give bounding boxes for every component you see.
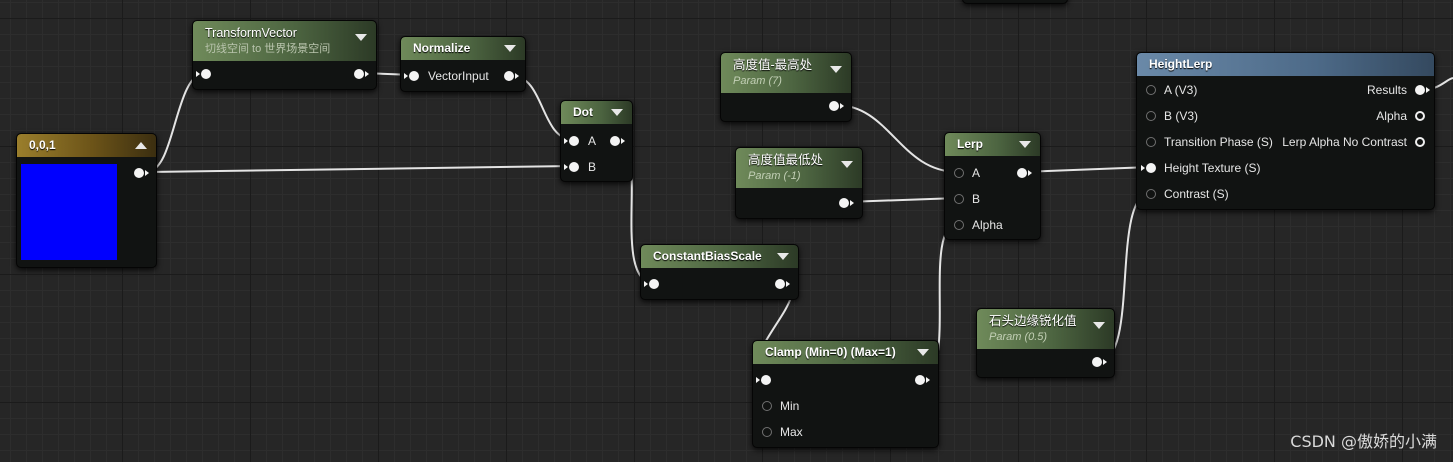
input-pin-max[interactable]: [762, 427, 772, 437]
param-lowest-node[interactable]: 高度值最低处 Param (-1): [735, 147, 863, 219]
output-pin[interactable]: [1092, 357, 1107, 367]
pin-label-transition-phase: Transition Phase (S): [1164, 135, 1273, 149]
output-pin[interactable]: [915, 375, 930, 385]
pin-label-contrast: Contrast (S): [1164, 187, 1229, 201]
output-pin[interactable]: [354, 69, 369, 79]
dropdown-arrow-icon[interactable]: [841, 161, 853, 168]
input-pin[interactable]: [404, 71, 419, 81]
dropdown-arrow-icon[interactable]: [611, 109, 623, 116]
node-title: 0,0,1: [29, 138, 56, 152]
input-pin[interactable]: [756, 375, 771, 385]
pin-label-max: Max: [780, 425, 803, 439]
node-title: TransformVector: [205, 26, 297, 40]
constant-vector-node[interactable]: 0,0,1: [16, 133, 157, 268]
input-pin-a-v3[interactable]: [1146, 85, 1156, 95]
param-sharpen-node[interactable]: 石头边缘锐化值 Param (0.5): [976, 308, 1115, 378]
node-subtitle: 切线空间 to 世界场景空间: [205, 43, 331, 55]
height-lerp-node[interactable]: HeightLerp A (V3) Results B (V3) Alpha T…: [1136, 52, 1435, 210]
input-pin-height-texture[interactable]: [1141, 163, 1156, 173]
output-pin-results[interactable]: [1415, 85, 1430, 95]
pin-label-alpha: Alpha: [1376, 109, 1407, 123]
node-title: 高度值-最高处: [733, 58, 813, 72]
node-header[interactable]: Lerp: [945, 133, 1040, 156]
pin-label-lerp-alpha-no-contrast: Lerp Alpha No Contrast: [1282, 135, 1407, 149]
node-header[interactable]: 石头边缘锐化值 Param (0.5): [977, 309, 1114, 349]
pin-label-b: B: [588, 160, 597, 174]
pin-label-height-texture: Height Texture (S): [1164, 161, 1261, 175]
dropdown-arrow-icon[interactable]: [830, 66, 842, 73]
clamp-node[interactable]: Clamp (Min=0) (Max=1) Min Max: [752, 340, 939, 448]
output-pin[interactable]: [610, 136, 625, 146]
node-header[interactable]: HeightLerp: [1137, 53, 1434, 76]
node-header[interactable]: 0,0,1: [17, 134, 156, 157]
input-pin-contrast[interactable]: [1146, 189, 1156, 199]
input-pin-b[interactable]: [954, 194, 964, 204]
node-title: Lerp: [957, 137, 984, 151]
wire-lerp-to-heighttex: [1021, 166, 1152, 173]
pin-label-a: A: [972, 166, 981, 180]
node-title: Normalize: [413, 41, 471, 55]
input-pin[interactable]: [644, 279, 659, 289]
node-title: Dot: [573, 105, 593, 119]
pin-label-a: A: [588, 134, 597, 148]
output-pin[interactable]: [134, 168, 149, 178]
dropdown-arrow-icon[interactable]: [1019, 141, 1031, 148]
pin-label-results: Results: [1366, 83, 1407, 97]
dot-node[interactable]: Dot A B: [560, 100, 633, 182]
constant-bias-scale-node[interactable]: ConstantBiasScale: [640, 244, 799, 300]
node-subtitle: Param (7): [733, 75, 782, 87]
collapse-arrow-icon[interactable]: [135, 142, 147, 149]
offscreen-node-top[interactable]: [962, 0, 1068, 4]
pin-label-min: Min: [780, 399, 800, 413]
node-header[interactable]: TransformVector 切线空间 to 世界场景空间: [193, 21, 376, 61]
node-title: ConstantBiasScale: [653, 249, 762, 263]
color-swatch: [21, 164, 117, 260]
output-pin-lerp-alpha-no-contrast[interactable]: [1415, 137, 1425, 147]
input-pin-a[interactable]: [954, 168, 964, 178]
output-pin[interactable]: [829, 101, 844, 111]
node-subtitle: Param (-1): [748, 170, 801, 182]
input-pin-transition-phase[interactable]: [1146, 137, 1156, 147]
normalize-node[interactable]: Normalize VectorInput: [400, 36, 526, 92]
node-header[interactable]: 高度值-最高处 Param (7): [721, 53, 851, 93]
node-header[interactable]: ConstantBiasScale: [641, 245, 798, 268]
input-pin-min[interactable]: [762, 401, 772, 411]
node-title: 高度值最低处: [748, 153, 824, 167]
input-pin-a[interactable]: [564, 136, 579, 146]
node-header[interactable]: Clamp (Min=0) (Max=1): [753, 341, 938, 364]
input-pin[interactable]: [196, 69, 211, 79]
pin-label-a-v3: A (V3): [1164, 83, 1198, 97]
node-header[interactable]: Normalize: [401, 37, 525, 60]
output-pin[interactable]: [504, 71, 519, 81]
output-pin[interactable]: [839, 198, 854, 208]
pin-label-alpha: Alpha: [972, 218, 1003, 232]
input-pin-b-v3[interactable]: [1146, 111, 1156, 121]
node-title: Clamp (Min=0) (Max=1): [765, 345, 896, 359]
node-title: 石头边缘锐化值: [989, 314, 1077, 328]
dropdown-arrow-icon[interactable]: [917, 349, 929, 356]
node-header[interactable]: 高度值最低处 Param (-1): [736, 148, 862, 188]
watermark-text: CSDN @傲娇的小满: [1290, 432, 1437, 451]
output-pin-alpha[interactable]: [1415, 111, 1425, 121]
input-pin-b[interactable]: [564, 162, 579, 172]
pin-label-vector-input: VectorInput: [428, 69, 489, 83]
pin-label-b-v3: B (V3): [1164, 109, 1199, 123]
output-pin[interactable]: [775, 279, 790, 289]
dropdown-arrow-icon[interactable]: [355, 34, 367, 41]
dropdown-arrow-icon[interactable]: [777, 253, 789, 260]
node-subtitle: Param (0.5): [989, 331, 1048, 343]
node-header[interactable]: Dot: [561, 101, 632, 124]
dropdown-arrow-icon[interactable]: [1093, 322, 1105, 329]
node-title: HeightLerp: [1149, 57, 1213, 71]
output-pin[interactable]: [1017, 168, 1032, 178]
wire-const-to-dot-b: [147, 165, 575, 173]
input-pin-alpha[interactable]: [954, 220, 964, 230]
pin-label-b: B: [972, 192, 981, 206]
transform-vector-node[interactable]: TransformVector 切线空间 to 世界场景空间: [192, 20, 377, 90]
lerp-node[interactable]: Lerp A B Alpha: [944, 132, 1041, 240]
param-highest-node[interactable]: 高度值-最高处 Param (7): [720, 52, 852, 122]
dropdown-arrow-icon[interactable]: [504, 45, 516, 52]
